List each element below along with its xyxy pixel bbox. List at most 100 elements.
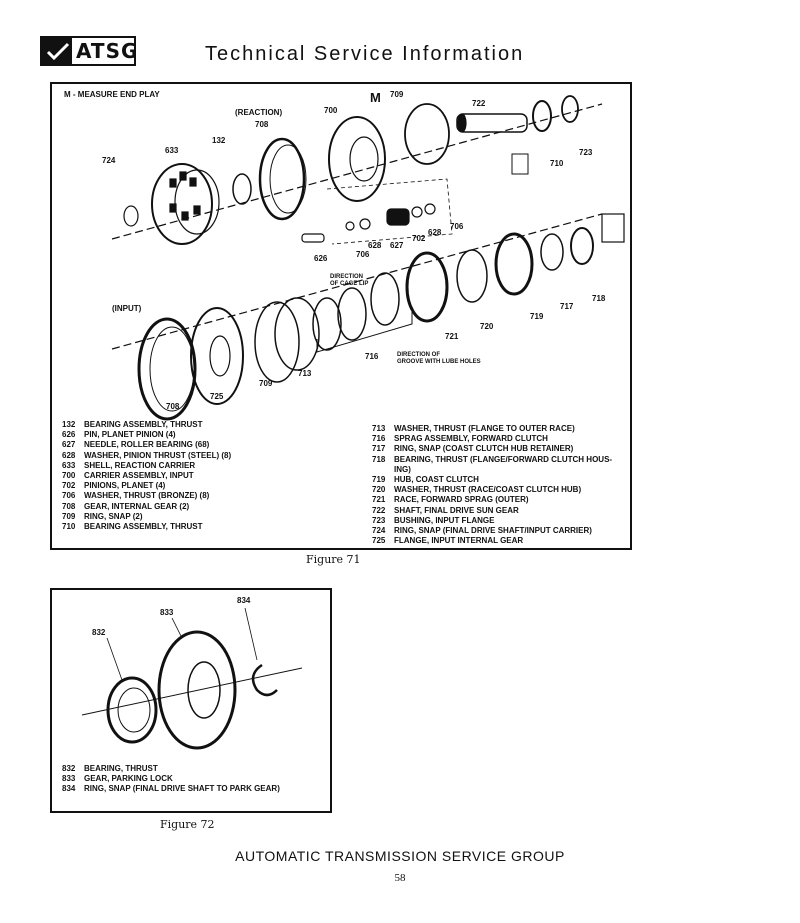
- callout-713: 713: [298, 369, 312, 378]
- legend-part-number: 718: [372, 454, 386, 464]
- callout-832: 832: [92, 628, 106, 637]
- callout-710: 710: [550, 159, 564, 168]
- legend-row: 718 BEARING, THRUST (FLANGE/FORWARD CLUTC…: [372, 455, 627, 475]
- legend-part-number: 719: [372, 475, 386, 485]
- legend-part-number: 132: [62, 420, 76, 429]
- legend-row: 720 WASHER, THRUST (RACE/COAST CLUTCH HUB…: [372, 485, 627, 495]
- legend-part-description: GEAR, INTERNAL GEAR (2): [84, 501, 190, 511]
- legend-part-number: 628: [62, 450, 76, 460]
- legend-part-description: NEEDLE, ROLLER BEARING (68): [84, 440, 210, 450]
- figure-71-legend-right: 713 WASHER, THRUST (FLANGE TO OUTER RACE)…: [372, 424, 627, 546]
- legend-row: 717 RING, SNAP (COAST CLUTCH HUB RETAINER…: [372, 444, 627, 454]
- callout-702: 702: [412, 234, 426, 243]
- callout-709: 709: [390, 90, 404, 99]
- legend-row: 719 HUB, COAST CLUTCH: [372, 475, 627, 485]
- label-lube-holes: DIRECTION OF GROOVE WITH LUBE HOLES: [397, 352, 481, 365]
- legend-part-description: RING, SNAP (COAST CLUTCH HUB RETAINER): [394, 444, 574, 454]
- callout-700: 700: [324, 106, 338, 115]
- legend-row: 706 WASHER, THRUST (BRONZE) (8): [62, 491, 322, 501]
- page-number: 58: [394, 872, 406, 884]
- legend-row: 832 BEARING, THRUST: [62, 764, 324, 774]
- legend-part-description: WASHER, PINION THRUST (STEEL) (8): [84, 450, 232, 460]
- label-reaction: (REACTION): [235, 108, 283, 117]
- legend-part-description: BEARING, THRUST: [84, 764, 158, 773]
- legend-part-number: 834: [62, 784, 76, 794]
- check-mark-icon: [42, 38, 72, 64]
- legend-part-number: 708: [62, 501, 76, 511]
- legend-part-description: BEARING, THRUST (FLANGE/FORWARD CLUTCH H…: [394, 454, 613, 474]
- legend-part-description: WASHER, THRUST (BRONZE) (8): [84, 491, 210, 501]
- legend-part-number: 832: [62, 764, 76, 773]
- legend-part-number: 720: [372, 485, 386, 495]
- legend-part-description: RING, SNAP (FINAL DRIVE SHAFT/INPUT CARR…: [394, 526, 592, 536]
- legend-part-description: WASHER, THRUST (RACE/COAST CLUTCH HUB): [394, 485, 582, 495]
- legend-part-number: 717: [372, 444, 386, 454]
- callout-718: 718: [592, 294, 606, 303]
- legend-part-description: SPRAG ASSEMBLY, FORWARD CLUTCH: [394, 434, 548, 444]
- legend-part-number: 833: [62, 774, 76, 784]
- legend-part-description: PINIONS, PLANET (4): [84, 481, 166, 491]
- legend-row: 723 BUSHING, INPUT FLANGE: [372, 516, 627, 526]
- callout-720: 720: [480, 322, 494, 331]
- legend-part-number: 627: [62, 440, 76, 450]
- callout-708: 708: [255, 120, 269, 129]
- legend-part-number: 709: [62, 511, 76, 521]
- page-title: Technical Service Information: [205, 43, 525, 65]
- legend-part-number: 721: [372, 495, 386, 505]
- figure-72-caption: Figure 72: [160, 818, 215, 831]
- callout-833: 833: [160, 608, 174, 617]
- legend-part-description: HUB, COAST CLUTCH: [394, 475, 479, 485]
- callout-628-b: 628: [368, 241, 382, 250]
- legend-part-description: RACE, FORWARD SPRAG (OUTER): [394, 495, 529, 505]
- callout-627: 627: [390, 241, 404, 250]
- legend-part-number: 716: [372, 434, 386, 444]
- legend-row: 716 SPRAG ASSEMBLY, FORWARD CLUTCH: [372, 434, 627, 444]
- legend-part-description: FLANGE, INPUT INTERNAL GEAR: [394, 536, 524, 546]
- legend-row: 708 GEAR, INTERNAL GEAR (2): [62, 502, 322, 512]
- callout-723: 723: [579, 148, 593, 157]
- legend-part-number: 723: [372, 515, 386, 525]
- callout-628-a: 628: [428, 228, 442, 237]
- callout-716: 716: [365, 352, 379, 361]
- callout-722: 722: [472, 99, 486, 108]
- callout-725: 725: [210, 392, 224, 401]
- legend-part-description: BUSHING, INPUT FLANGE: [394, 515, 495, 525]
- callout-724: 724: [102, 156, 116, 165]
- atsg-logo: ATSG: [40, 36, 139, 66]
- label-input: (INPUT): [112, 304, 142, 313]
- callout-m: M: [370, 90, 381, 105]
- callout-626: 626: [314, 254, 328, 263]
- legend-part-number: 706: [62, 491, 76, 501]
- callout-717: 717: [560, 302, 574, 311]
- legend-part-description: WASHER, THRUST (FLANGE TO OUTER RACE): [394, 424, 575, 433]
- legend-part-description: SHAFT, FINAL DRIVE SUN GEAR: [394, 505, 519, 515]
- measure-note: M - MEASURE END PLAY: [64, 90, 160, 99]
- legend-part-description: SHELL, REACTION CARRIER: [84, 460, 196, 470]
- callout-719: 719: [530, 312, 544, 321]
- callout-633: 633: [165, 146, 179, 155]
- legend-part-description: PIN, PLANET PINION (4): [84, 430, 176, 440]
- figure-71-panel: M - MEASURE END PLAY M (REACTION) (INPUT…: [50, 82, 632, 550]
- legend-part-description: BEARING ASSEMBLY, THRUST: [84, 420, 203, 429]
- legend-part-number: 724: [372, 526, 386, 536]
- logo-text: ATSG: [76, 39, 139, 63]
- legend-part-number: 725: [372, 536, 386, 546]
- legend-part-description: CARRIER ASSEMBLY, INPUT: [84, 471, 194, 481]
- legend-row: 132 BEARING ASSEMBLY, THRUST: [62, 420, 322, 430]
- figure-71-caption: Figure 71: [306, 553, 361, 566]
- label-cage-lip: DIRECTION OF CAGE LIP: [330, 274, 369, 287]
- legend-part-number: 722: [372, 505, 386, 515]
- legend-part-number: 710: [62, 522, 76, 532]
- footer-organization: AUTOMATIC TRANSMISSION SERVICE GROUP: [235, 848, 565, 864]
- legend-part-number: 713: [372, 424, 386, 433]
